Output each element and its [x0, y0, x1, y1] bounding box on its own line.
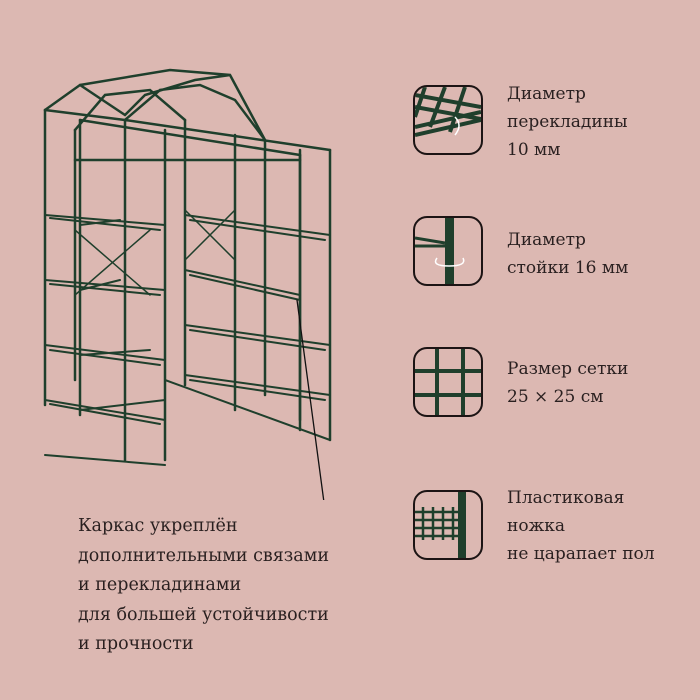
- feature-text-foot: Пластиковая ножка не царапает пол: [507, 488, 655, 564]
- feature-text-post: Диаметр стойки 16 мм: [507, 230, 629, 278]
- caption-line: для большей устойчивости: [78, 604, 329, 625]
- caption-line: и прочности: [78, 634, 194, 654]
- plastic-foot-icon: [413, 490, 483, 560]
- caption-line: и перекладинами: [78, 575, 242, 595]
- caption-line: Каркас укреплён: [78, 516, 238, 536]
- caption-line: дополнительными связами: [78, 545, 330, 566]
- crossbar-diameter-icon: [413, 85, 483, 155]
- feature-text-mesh: Размер сетки 25 × 25 см: [507, 359, 629, 407]
- feature-text-crossbar: Диаметр перекладины 10 мм: [507, 84, 628, 160]
- post-diameter-icon: [413, 216, 483, 286]
- greenhouse-frame-image: [43, 68, 332, 500]
- frame-caption: Каркас укреплён дополнительными связами …: [78, 512, 329, 660]
- mesh-size-icon: [413, 347, 483, 417]
